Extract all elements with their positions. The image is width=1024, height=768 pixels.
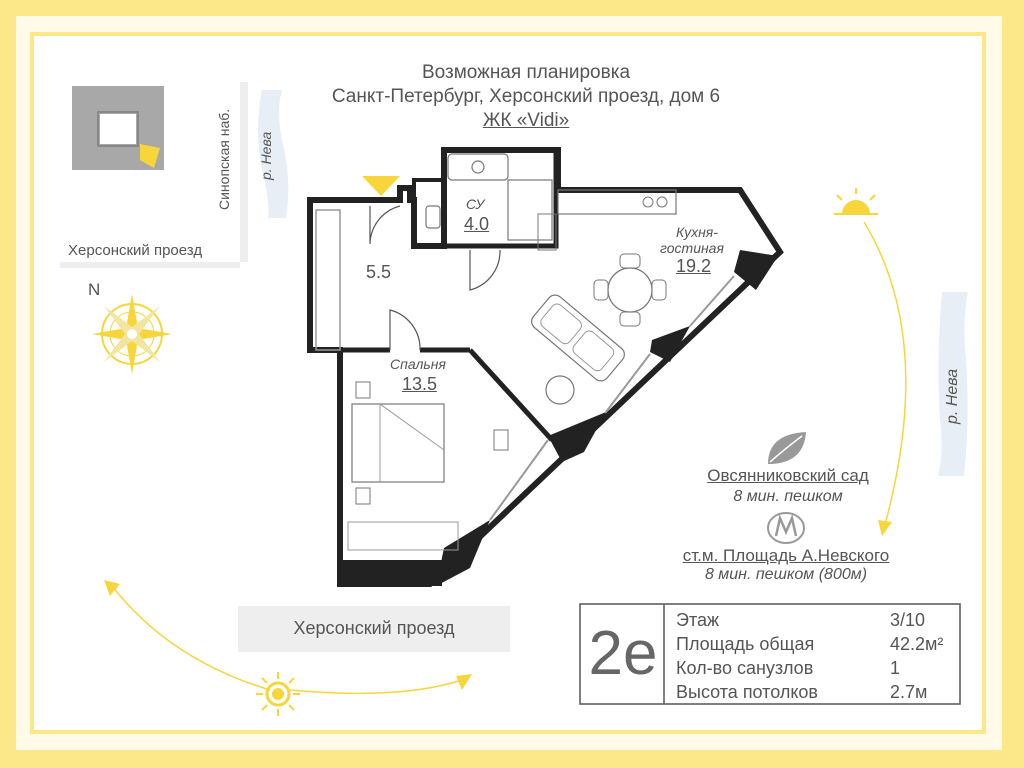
metro-time: 8 мин. пешком (800м) <box>704 566 868 583</box>
spec-label-height: Высота потолков <box>676 682 818 702</box>
bedroom-label: Спальня <box>390 356 446 372</box>
header-line3: ЖК «Vidi» <box>482 110 570 131</box>
entrance-arrow-icon <box>362 176 400 196</box>
river-small: р. Нева <box>258 131 274 180</box>
compass-icon <box>92 294 172 374</box>
spec-label-baths: Кол-во санузлов <box>676 658 814 678</box>
park-time: 8 мин. пешком <box>733 488 843 505</box>
leaf-icon <box>768 432 806 464</box>
street-horizontal: Херсонский проезд <box>68 242 203 259</box>
bottom-street-band <box>238 606 510 652</box>
spec-label-area: Площадь общая <box>676 634 815 654</box>
street-vertical: Синопская наб. <box>216 108 232 210</box>
bath-area: 4.0 <box>464 214 490 234</box>
spec-value-area: 42.2м² <box>890 634 944 654</box>
bedroom-area: 13.5 <box>402 374 438 394</box>
sun-icon <box>834 188 878 215</box>
kitchen-label-1: Кухня- <box>676 224 718 240</box>
sun-arc-bottom <box>111 585 271 691</box>
sun-arc-right <box>863 221 907 529</box>
river-right-label: р. Нева <box>944 368 961 424</box>
north-label: N <box>88 280 101 299</box>
specs-table <box>579 603 961 705</box>
spec-value-baths: 1 <box>890 658 901 678</box>
kitchen-label-2: гостиная <box>660 240 724 256</box>
spec-value-height: 2.7м <box>890 682 928 702</box>
logo-icon <box>72 86 164 170</box>
kitchen-area: 19.2 <box>676 256 712 276</box>
apartment-code: 2е <box>588 619 658 688</box>
header-line1: Возможная планировка <box>421 62 631 83</box>
river-right <box>938 292 968 476</box>
sun-icon-bottom <box>256 672 300 716</box>
hall-area: 5.5 <box>366 262 392 282</box>
header-line2: Санкт-Петербург, Херсонский проезд, дом … <box>331 86 721 107</box>
bottom-street: Херсонский проезд <box>293 618 455 638</box>
spec-label-floor: Этаж <box>676 610 720 630</box>
spec-value-floor: 3/10 <box>890 610 926 630</box>
metro-name: ст.м. Площадь А.Невского <box>682 546 890 565</box>
park-name: Овсянниковский сад <box>707 466 869 485</box>
map-streets <box>60 82 289 268</box>
metro-icon <box>767 512 805 544</box>
floor-plan <box>307 147 784 587</box>
bath-label: СУ <box>466 196 485 212</box>
